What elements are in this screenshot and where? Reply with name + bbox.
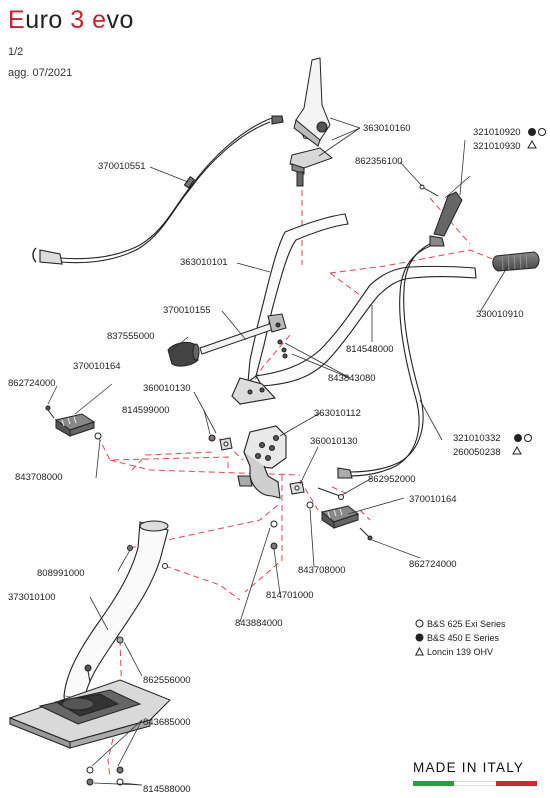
part-label-321010920: 321010920 xyxy=(473,127,521,138)
part-label-814548000: 814548000 xyxy=(346,344,394,355)
flag-green xyxy=(413,781,455,786)
cable-clip-left xyxy=(208,434,233,451)
made-in-italy-text: MADE IN ITALY xyxy=(413,760,525,775)
revision-date: agg. 07/2021 xyxy=(8,67,73,79)
handle-grip xyxy=(492,251,540,272)
legend-item-filled-circle: B&S 450 E Series xyxy=(415,633,499,643)
base-plate xyxy=(8,679,171,749)
italian-flag-stripe xyxy=(413,781,537,786)
handle-bracket xyxy=(237,425,287,499)
flag-white xyxy=(454,781,496,786)
part-label-843843080: 843843080 xyxy=(328,373,376,384)
part-label-862556000: 862556000 xyxy=(143,675,191,686)
brake-lever-part xyxy=(289,57,333,187)
title-letter-e2: e xyxy=(92,6,107,34)
part-label-862724000-left: 862724000 xyxy=(8,378,56,389)
part-label-363010160: 363010160 xyxy=(363,123,411,134)
legend-item-triangle: Loncin 139 OHV xyxy=(414,646,494,657)
part-label-814599000: 814599000 xyxy=(122,405,170,416)
lever-block-left xyxy=(45,405,102,440)
title-word-uro: uro xyxy=(25,6,71,34)
sheet-number: 1/2 xyxy=(8,46,24,58)
title-letter-e: E xyxy=(8,6,26,34)
part-label-363010112: 363010112 xyxy=(314,408,361,419)
part-label-370010164-right: 370010164 xyxy=(409,494,457,505)
part-label-260050238: 260050238 xyxy=(453,447,501,458)
washers xyxy=(86,501,314,786)
bolt-862952000 xyxy=(317,487,344,500)
legend-label: B&S 450 E Series xyxy=(427,633,500,643)
legend-label: Loncin 139 OHV xyxy=(427,647,494,657)
part-label-321010332: 321010332 xyxy=(453,433,501,444)
open-circle-icon xyxy=(415,619,424,628)
part-code-symbols xyxy=(512,128,546,455)
title-word-vo: vo xyxy=(106,6,134,34)
title-number: 3 xyxy=(70,6,85,34)
part-label-321010930: 321010930 xyxy=(473,141,521,152)
handlebar-tube xyxy=(231,213,477,405)
brake-lever-right xyxy=(419,184,463,237)
part-label-370010155: 370010155 xyxy=(163,305,211,316)
part-label-363010101: 363010101 xyxy=(180,257,228,268)
part-label-862724000-right: 862724000 xyxy=(409,559,457,570)
part-label-843708000-left: 843708000 xyxy=(15,472,63,483)
small-screws xyxy=(84,664,92,683)
part-label-862952000: 862952000 xyxy=(368,474,416,485)
lever-rod-and-knob xyxy=(167,313,287,367)
part-label-843708000-right: 843708000 xyxy=(298,565,346,576)
lever-block-right xyxy=(320,505,373,541)
part-label-843884000: 843884000 xyxy=(235,618,283,629)
part-label-814588000: 814588000 xyxy=(143,784,191,795)
diagram-title: Euro 3 evo xyxy=(8,6,134,35)
cable-clip-right xyxy=(289,481,305,495)
leader-lines xyxy=(47,117,509,786)
flag-red xyxy=(495,781,537,786)
part-label-808991000: 808991000 xyxy=(37,568,85,579)
part-label-837555000: 837555000 xyxy=(107,331,155,342)
engine-cable xyxy=(337,235,445,479)
part-label-862356100: 862356100 xyxy=(355,156,403,167)
legend-label: B&S 625 Exi Series xyxy=(427,619,506,629)
filled-circle-icon xyxy=(415,633,424,642)
part-label-370010551: 370010551 xyxy=(98,161,146,172)
part-label-360010130-left: 360010130 xyxy=(143,383,191,394)
part-label-373010100: 373010100 xyxy=(8,592,56,603)
part-label-814701000: 814701000 xyxy=(266,590,314,601)
legend-item-open-circle: B&S 625 Exi Series xyxy=(415,619,506,629)
part-label-330010910: 330010910 xyxy=(476,309,524,320)
triangle-icon xyxy=(414,646,425,656)
throttle-cable xyxy=(32,115,284,265)
part-label-843685000: 843685000 xyxy=(143,717,191,728)
part-label-370010164-left: 370010164 xyxy=(73,361,121,372)
part-label-360010130-right: 360010130 xyxy=(310,436,358,447)
